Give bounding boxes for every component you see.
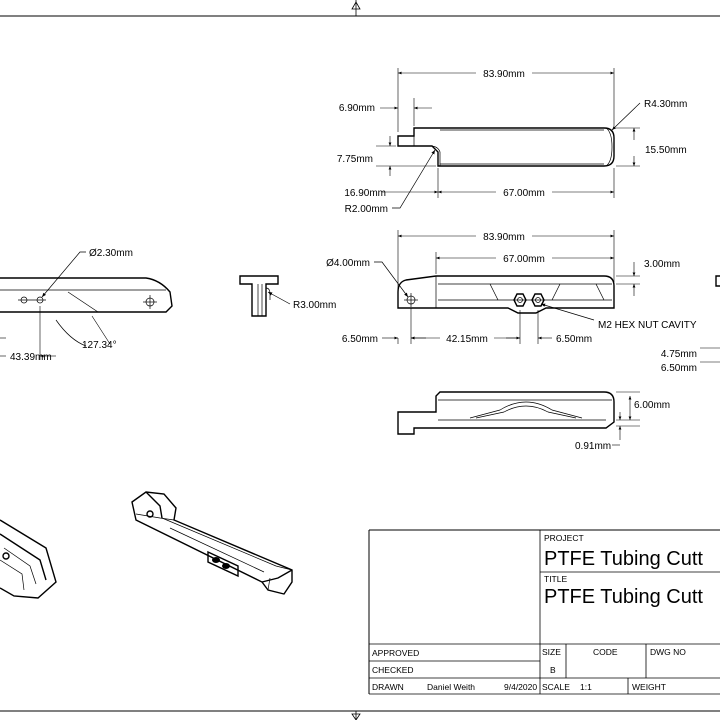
drawn-date: 9/4/2020 [504, 682, 537, 692]
dim-front-left-margin: 6.50mm [342, 334, 378, 345]
approved-label: APPROVED [372, 648, 419, 658]
top-view [397, 127, 615, 167]
title-value: PTFE Tubing Cutt [544, 586, 703, 608]
dim-right-a: 4.75mm [661, 349, 697, 360]
iso-view-left [0, 519, 57, 599]
size-value: B [550, 665, 556, 675]
title-label: TITLE [544, 574, 567, 584]
size-label: SIZE [542, 647, 561, 657]
dim-top-height: 15.50mm [645, 145, 687, 156]
drawn-label: DRAWN [372, 682, 404, 692]
weight-label: WEIGHT [632, 682, 666, 692]
dim-front-nut-margin: 6.50mm [556, 334, 592, 345]
iso-nut-cavities [207, 550, 239, 578]
dim-left-angle: 127.34° [82, 340, 117, 351]
scale-label: SCALE [542, 682, 570, 692]
dim-top-overall-length: 83.90mm [483, 69, 525, 80]
title-block: PROJECT PTFE Tubing Cutt TITLE PTFE Tubi… [368, 529, 720, 695]
center-mark-bottom-icon [351, 713, 361, 720]
front-view-dimensions: 83.90mm 67.00mm Ø4.00mm 3.00mm M2 HEX NU… [326, 230, 697, 345]
dim-top-tab-width: 6.90mm [339, 103, 375, 114]
scale-value: 1:1 [580, 682, 592, 692]
dim-bottom-thickness: 0.91mm [575, 441, 611, 452]
front-view [397, 275, 615, 314]
bottom-view-dimensions: 6.00mm 0.91mm [575, 391, 670, 452]
dim-bottom-height: 6.00mm [634, 400, 670, 411]
dim-top-tab-height: 7.75mm [337, 154, 373, 165]
right-partial-view: 4.75mm 6.50mm [661, 275, 720, 374]
hex-nut-cavity [513, 293, 545, 307]
dim-top-radius: R4.30mm [644, 99, 687, 110]
dim-top-body-length: 67.00mm [503, 188, 545, 199]
end-view: R3.00mm [239, 275, 336, 317]
dwg-no-label: DWG NO [650, 647, 686, 657]
code-label: CODE [593, 647, 618, 657]
dim-top-fillet: R2.00mm [345, 204, 388, 215]
project-value: PTFE Tubing Cutt [544, 548, 703, 570]
bottom-view [397, 391, 615, 435]
drawn-by: Daniel Weith [427, 682, 475, 692]
checked-label: CHECKED [372, 665, 414, 675]
iso-view-right [131, 491, 293, 595]
dim-right-b: 6.50mm [661, 363, 697, 374]
left-partial-view [0, 277, 173, 313]
left-partial-dimensions: Ø2.30mm 127.34° 43.39mm [0, 248, 133, 363]
dim-end-radius: R3.00mm [293, 300, 336, 311]
dim-front-overall-length: 83.90mm [483, 232, 525, 243]
dim-front-offset: 3.00mm [644, 259, 680, 270]
note-nut-cavity: M2 HEX NUT CAVITY [598, 320, 697, 331]
dim-front-hole-dia: Ø4.00mm [326, 258, 370, 269]
dim-left-hole-dia: Ø2.30mm [89, 248, 133, 259]
project-label: PROJECT [544, 533, 584, 543]
dim-front-body-length: 67.00mm [503, 254, 545, 265]
top-view-dimensions: 83.90mm 6.90mm R4.30mm 7.75mm 15.50mm 16… [337, 68, 687, 215]
dim-top-step: 16.90mm [344, 188, 386, 199]
dim-left-length: 43.39mm [10, 352, 52, 363]
center-mark-top-icon [351, 1, 361, 10]
dim-front-nut-pos: 42.15mm [446, 334, 488, 345]
